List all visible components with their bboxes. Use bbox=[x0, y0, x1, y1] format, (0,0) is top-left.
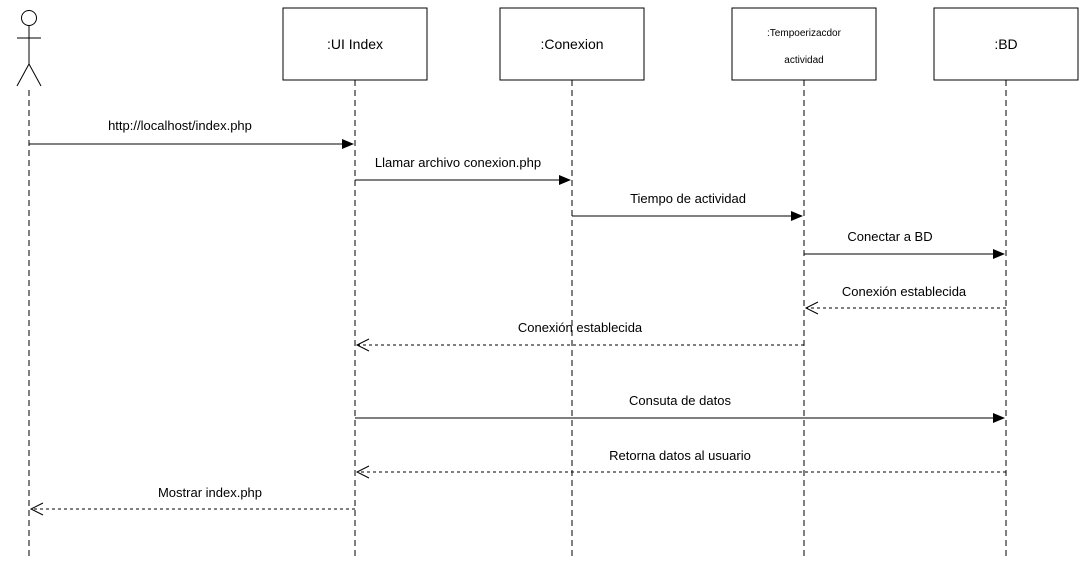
message-label: Conectar a BD bbox=[847, 229, 932, 244]
message-label: Conexión establecida bbox=[518, 320, 643, 335]
message-query-data: Consuta de datos bbox=[355, 393, 1005, 423]
participant-temporizador: :Tempoerizacdor actividad bbox=[731, 7, 877, 81]
message-label: Conexión establecida bbox=[842, 284, 967, 299]
participant-bd-label: :BD bbox=[994, 36, 1017, 52]
message-connection-established-ui: Conexión establecida bbox=[355, 320, 804, 352]
message-label: Consuta de datos bbox=[629, 393, 731, 408]
participant-temporizador-label: :Tempoerizacdor bbox=[767, 28, 842, 39]
message-activity-time: Tiempo de actividad bbox=[572, 191, 803, 221]
participant-ui-index-label: :UI Index bbox=[327, 36, 383, 52]
participant-conexion: :Conexion bbox=[499, 7, 645, 81]
message-request-index: http://localhost/index.php bbox=[29, 118, 354, 149]
participant-conexion-label: :Conexion bbox=[540, 36, 603, 52]
message-label: Mostrar index.php bbox=[158, 485, 262, 500]
message-label: Retorna datos al usuario bbox=[609, 448, 751, 463]
message-call-conexion: Llamar archivo conexion.php bbox=[355, 155, 571, 185]
participant-temporizador-label-line2: actividad bbox=[784, 55, 823, 66]
message-label: Llamar archivo conexion.php bbox=[375, 155, 541, 170]
participant-ui-index: :UI Index bbox=[282, 7, 428, 81]
message-label: Tiempo de actividad bbox=[630, 191, 746, 206]
message-return-data: Retorna datos al usuario bbox=[355, 448, 1006, 479]
message-connection-established-bd: Conexión establecida bbox=[804, 284, 1006, 315]
actor-user-icon bbox=[16, 10, 42, 87]
participant-bd: :BD bbox=[933, 7, 1079, 81]
message-show-index: Mostrar index.php bbox=[29, 485, 355, 516]
message-connect-bd: Conectar a BD bbox=[804, 229, 1005, 259]
message-label: http://localhost/index.php bbox=[108, 118, 252, 133]
